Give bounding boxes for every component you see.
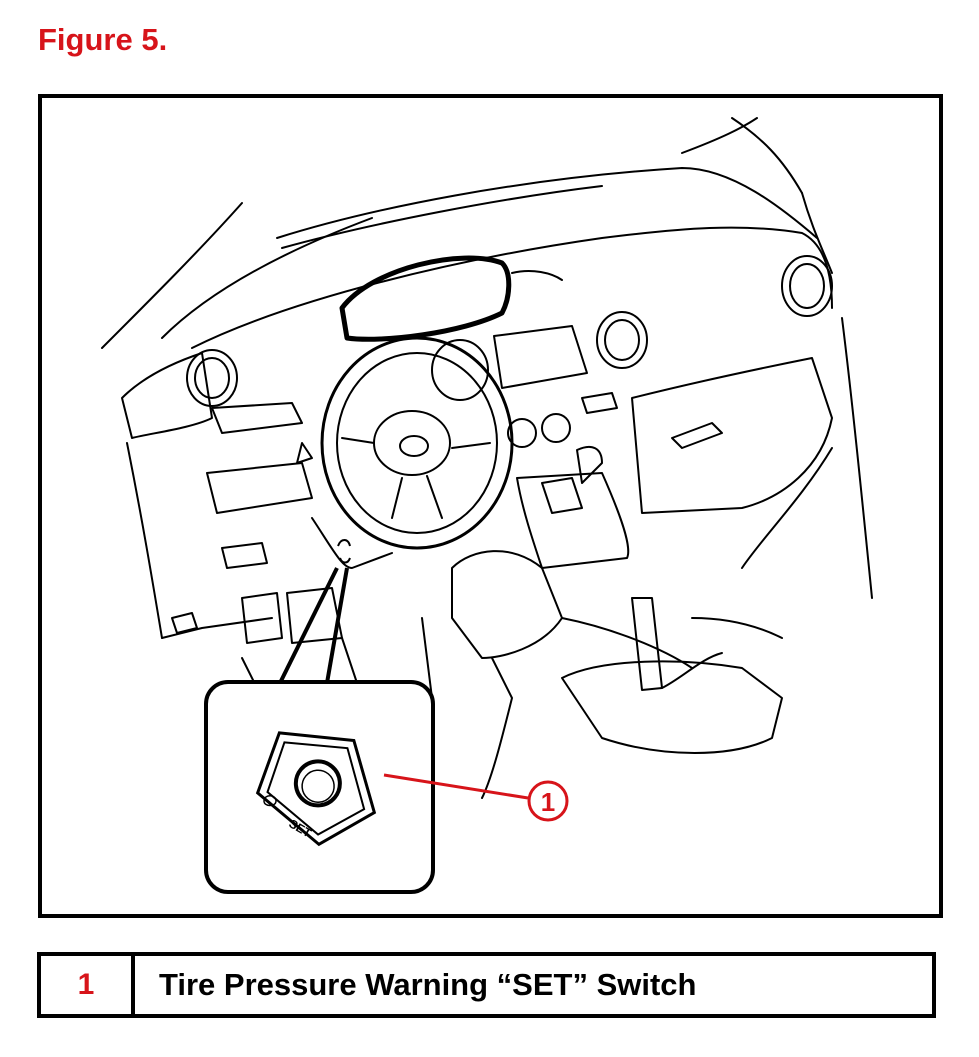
tire-pressure-icon — [263, 795, 277, 807]
steering-hub — [373, 410, 451, 476]
center-right-vent — [596, 311, 648, 369]
legend-item-description: Tire Pressure Warning “SET” Switch — [159, 967, 697, 1002]
climate-knob-right — [541, 413, 571, 443]
callout-leader-line — [383, 773, 529, 800]
climate-knob-left — [507, 418, 537, 448]
callout-circle — [527, 780, 569, 822]
switch-location-marker — [337, 539, 351, 564]
figure-title: Figure 5. — [38, 22, 168, 57]
steering-wheel — [320, 336, 514, 550]
dashboard-illustration: SET 1 — [38, 94, 943, 918]
left-air-vent — [186, 349, 238, 407]
turn-signal-stalk — [296, 442, 313, 464]
center-display — [493, 325, 588, 389]
right-air-vent — [781, 255, 833, 317]
set-switch — [255, 731, 377, 847]
legend-table: 1 Tire Pressure Warning “SET” Switch — [37, 952, 936, 1018]
legend-item-number: 1 — [41, 956, 135, 1014]
seat-cushion — [561, 660, 783, 754]
dashboard-line-drawing: SET 1 — [101, 117, 873, 894]
dashboard-top — [276, 167, 818, 239]
center-console-shifter — [516, 472, 630, 569]
glovebox — [631, 357, 833, 514]
dash-left-edge — [126, 442, 163, 639]
a-pillar-line — [101, 202, 243, 349]
detail-pointer — [278, 567, 349, 684]
shift-lever — [576, 445, 603, 484]
set-button — [293, 759, 342, 808]
callout-number: 1 — [541, 787, 555, 817]
instrument-cluster-hood — [339, 255, 512, 342]
